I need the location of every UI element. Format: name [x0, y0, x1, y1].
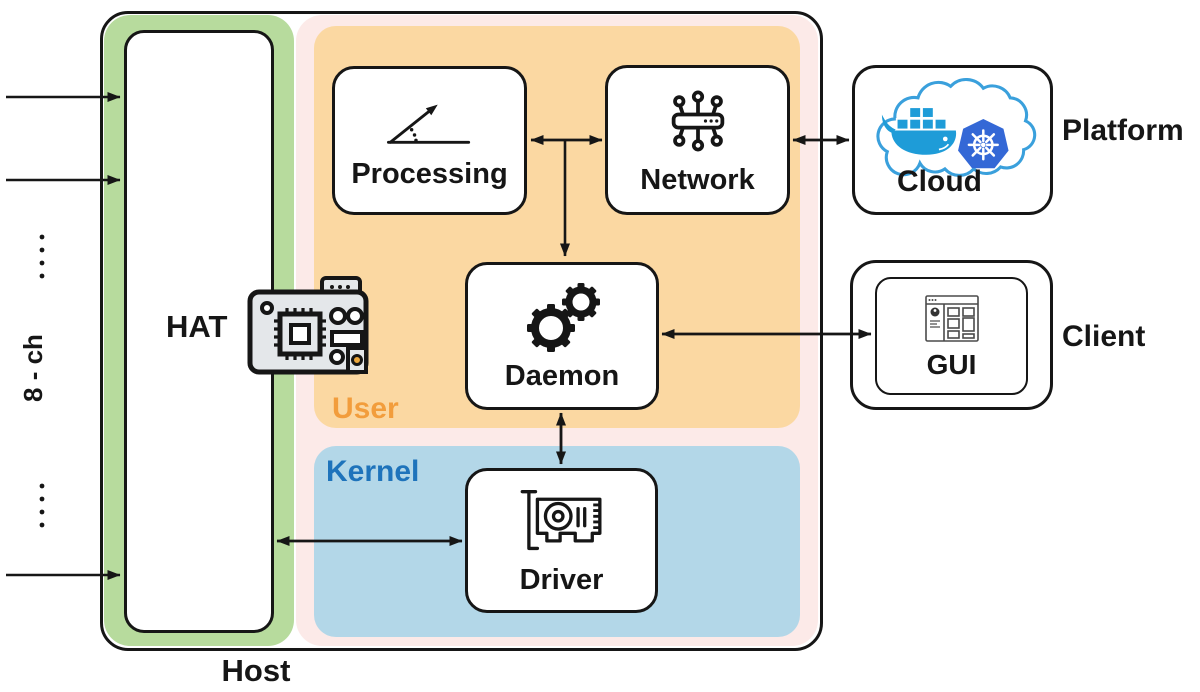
gears-icon: [527, 282, 600, 352]
driver-label: Driver: [519, 564, 604, 596]
platform-label: Platform: [1062, 114, 1184, 147]
kubernetes-icon: [958, 118, 1009, 169]
host-label: Host: [221, 653, 291, 688]
network-hub-icon: [671, 90, 724, 151]
node-driver: Driver: [465, 468, 658, 613]
node-gui: GUI: [875, 277, 1028, 395]
kernel-region-label: Kernel: [326, 455, 420, 488]
network-label: Network: [640, 163, 755, 196]
node-daemon: Daemon: [465, 262, 659, 410]
gpu-card-icon: [520, 490, 601, 551]
node-network: Network: [605, 65, 790, 215]
hat-label: HAT: [166, 309, 228, 344]
angle-trend-icon: [386, 104, 470, 144]
docker-kubernetes-cloud-icon: [876, 78, 1037, 177]
daemon-label: Daemon: [504, 359, 620, 392]
user-region-label: User: [332, 392, 399, 425]
cloud-label: Cloud: [897, 165, 982, 198]
app-window-icon: [924, 295, 979, 342]
node-cloud: Cloud: [852, 65, 1053, 215]
circuit-board-icon: [246, 276, 370, 376]
node-processing: Processing: [332, 66, 527, 215]
client-label: Client: [1062, 320, 1146, 353]
channel-count-label: 8 - ch: [18, 334, 48, 402]
docker-icon: [881, 106, 957, 155]
processing-label: Processing: [351, 158, 508, 190]
gui-label: GUI: [926, 349, 977, 380]
